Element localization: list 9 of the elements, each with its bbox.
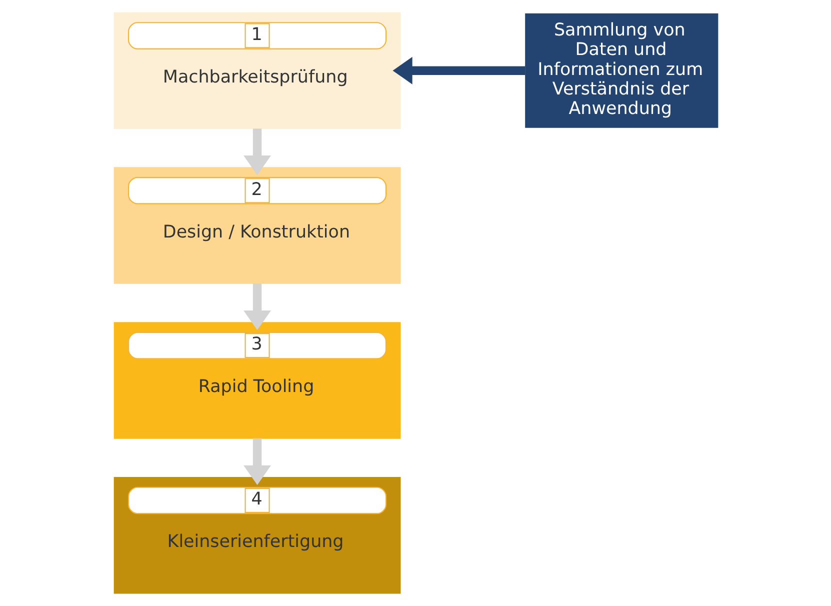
arrow <box>243 438 270 485</box>
node-box: Sammlung von Daten und Informationen zum Verständnis der Anwendung <box>524 13 718 128</box>
arrow <box>243 128 270 176</box>
node-box: 1 Machbarkeitsprüfung <box>113 12 400 129</box>
node-box: 4 Kleinserienfertigung <box>113 477 400 594</box>
node-box: 2 Design / Konstruktion <box>113 167 400 284</box>
arrow <box>392 56 525 84</box>
node-box: 3 Rapid Tooling <box>113 322 400 439</box>
arrow <box>243 284 270 330</box>
